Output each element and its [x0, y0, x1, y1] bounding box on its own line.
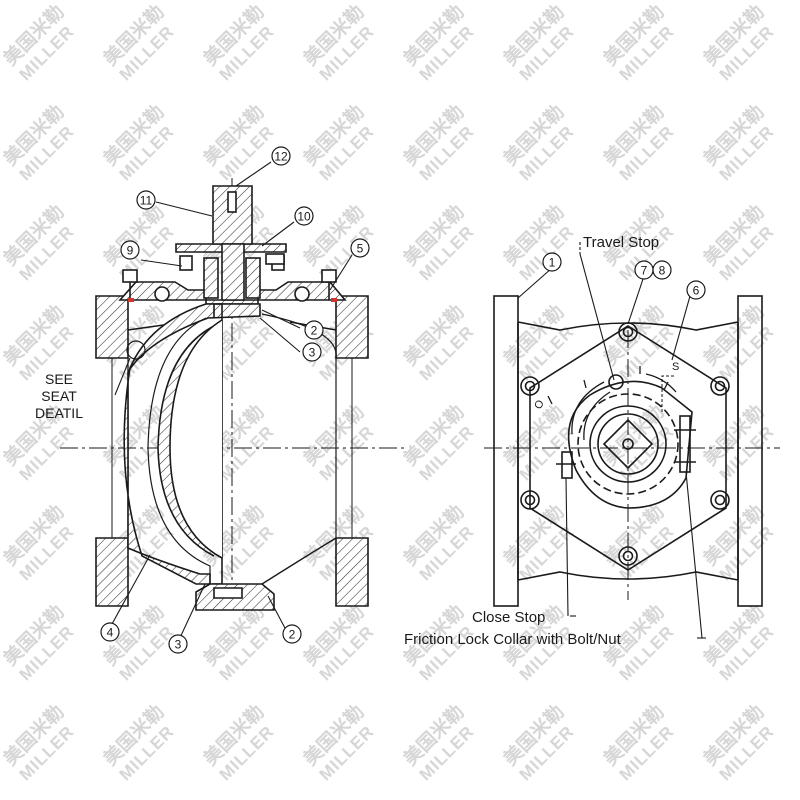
seat-detail-circle	[126, 340, 146, 360]
hex-cover	[529, 325, 727, 571]
callout-left-7: 3	[302, 342, 322, 362]
callout-left-7-number: 3	[309, 346, 316, 360]
stem-square	[602, 418, 654, 470]
callout-right-1-number: 1	[549, 256, 556, 270]
travel-stop-pin	[608, 374, 624, 390]
left-section-view	[60, 178, 405, 612]
friction-bolt	[679, 415, 691, 473]
s-mark-leader	[661, 375, 674, 412]
right-top-view	[484, 295, 780, 607]
cover-bolt-right	[321, 269, 337, 283]
callout-left-5-number: 5	[357, 242, 364, 256]
callout-left-8: 4	[100, 622, 120, 642]
callout-left-4: 9	[120, 240, 140, 260]
callout-left-3: 10	[294, 206, 314, 226]
labels: SEE SEAT DEATIL Travel Stop Close Stop F…	[35, 234, 679, 648]
callout-left-4-number: 9	[127, 244, 134, 258]
gland-bolt-left	[179, 255, 193, 271]
stop-slot	[571, 381, 611, 441]
right-view-flange-left	[493, 295, 519, 607]
gland-nut-right	[265, 253, 285, 265]
plug-hatched	[123, 303, 261, 585]
cover-bolt-left	[122, 269, 138, 283]
callout-right-1: 1	[542, 252, 562, 272]
callout-left-1-number: 12	[274, 150, 288, 164]
callout-left-2: 11	[136, 190, 156, 210]
note-seat: SEAT	[41, 388, 77, 404]
callout-left-1: 12	[271, 146, 291, 166]
collar-ring	[589, 405, 667, 483]
callout-left-10-number: 2	[289, 628, 296, 642]
callout-left-6-number: 2	[311, 324, 318, 338]
callout-right-2-number: 7	[641, 264, 648, 278]
callout-left-9-number: 3	[175, 638, 182, 652]
note-see: SEE	[45, 371, 73, 387]
friction-lock-collar	[567, 380, 693, 509]
label-travel-stop: Travel Stop	[583, 234, 659, 251]
callout-left-10: 2	[282, 624, 302, 644]
stem-shaft	[221, 243, 245, 301]
collar-ring-outer	[577, 393, 679, 495]
callout-left-6: 2	[304, 320, 324, 340]
packing	[245, 257, 261, 299]
callout-right-3: 8	[652, 260, 672, 280]
label-close-stop: Close Stop	[472, 609, 545, 626]
seal-mark-left	[128, 298, 134, 302]
right-leaders	[517, 242, 703, 639]
callout-left-5: 5	[350, 238, 370, 258]
stem-key	[227, 191, 237, 213]
cover-bolt-circles	[520, 322, 730, 566]
label-friction-lock: Friction Lock Collar with Bolt/Nut	[404, 631, 622, 648]
callout-right-3-number: 8	[659, 264, 666, 278]
callout-left-3-number: 10	[297, 210, 311, 224]
note-detail: DEATIL	[35, 405, 83, 421]
close-stop-bolt	[561, 451, 573, 479]
mark-o: O	[532, 398, 547, 412]
left-leaders	[111, 161, 353, 643]
seal-mark-right	[331, 298, 337, 302]
callout-right-2: 7	[634, 260, 654, 280]
position-ticks	[547, 366, 669, 405]
mark-s: S	[672, 361, 679, 373]
callout-right-4-number: 6	[693, 284, 700, 298]
callout-right-4: 6	[686, 280, 706, 300]
callout-left-2-number: 11	[140, 194, 153, 208]
callout-left-8-number: 4	[107, 626, 114, 640]
right-view-flange-right	[737, 295, 763, 607]
callout-left-9: 3	[168, 634, 188, 654]
stem-top	[212, 185, 253, 245]
